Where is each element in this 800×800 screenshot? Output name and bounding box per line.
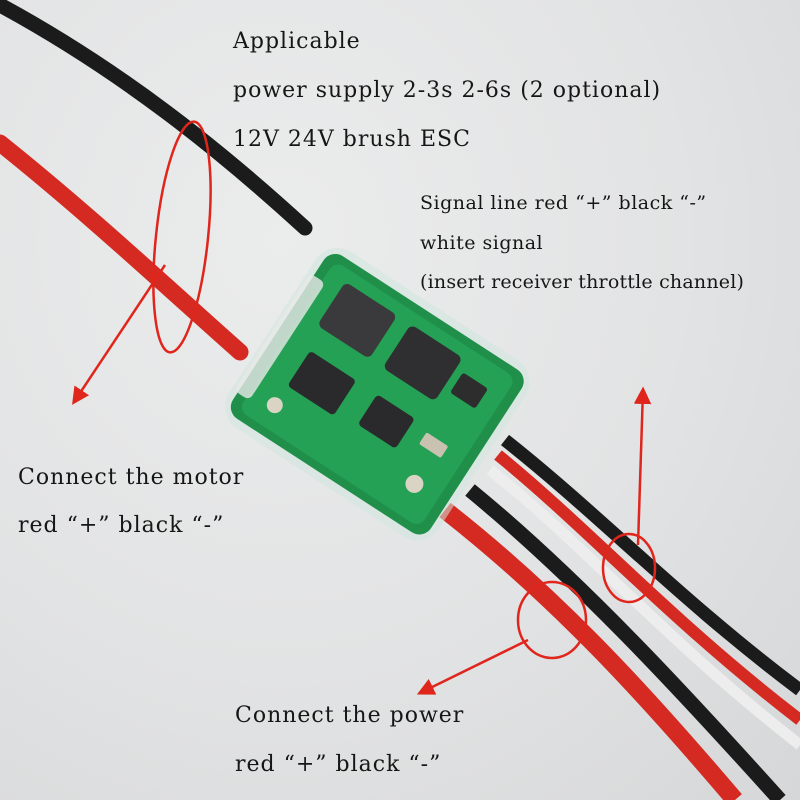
power-wires: [439, 484, 786, 800]
marker-power: [416, 580, 588, 695]
signal-wires: [486, 434, 800, 750]
motor-wires: [0, 0, 313, 361]
supply-line-3: 12V 24V brush ESC: [233, 127, 471, 152]
marker-signal: [601, 386, 657, 604]
motor-line-1: Connect the motor: [18, 465, 245, 490]
power-line-2: red “+” black “-”: [235, 752, 442, 777]
signal-line-2: white signal: [420, 232, 544, 254]
esc-board: [225, 248, 530, 541]
motor-line-2: red “+” black “-”: [18, 513, 225, 538]
marker-motor: [72, 120, 212, 405]
signal-line-1: Signal line red “+” black “-”: [420, 192, 707, 214]
signal-line-3: (insert receiver throttle channel): [420, 271, 745, 293]
supply-line-1: Applicable: [233, 29, 361, 54]
supply-line-2: power supply 2-3s 2-6s (2 optional): [233, 78, 662, 103]
power-line-1: Connect the power: [235, 703, 465, 728]
